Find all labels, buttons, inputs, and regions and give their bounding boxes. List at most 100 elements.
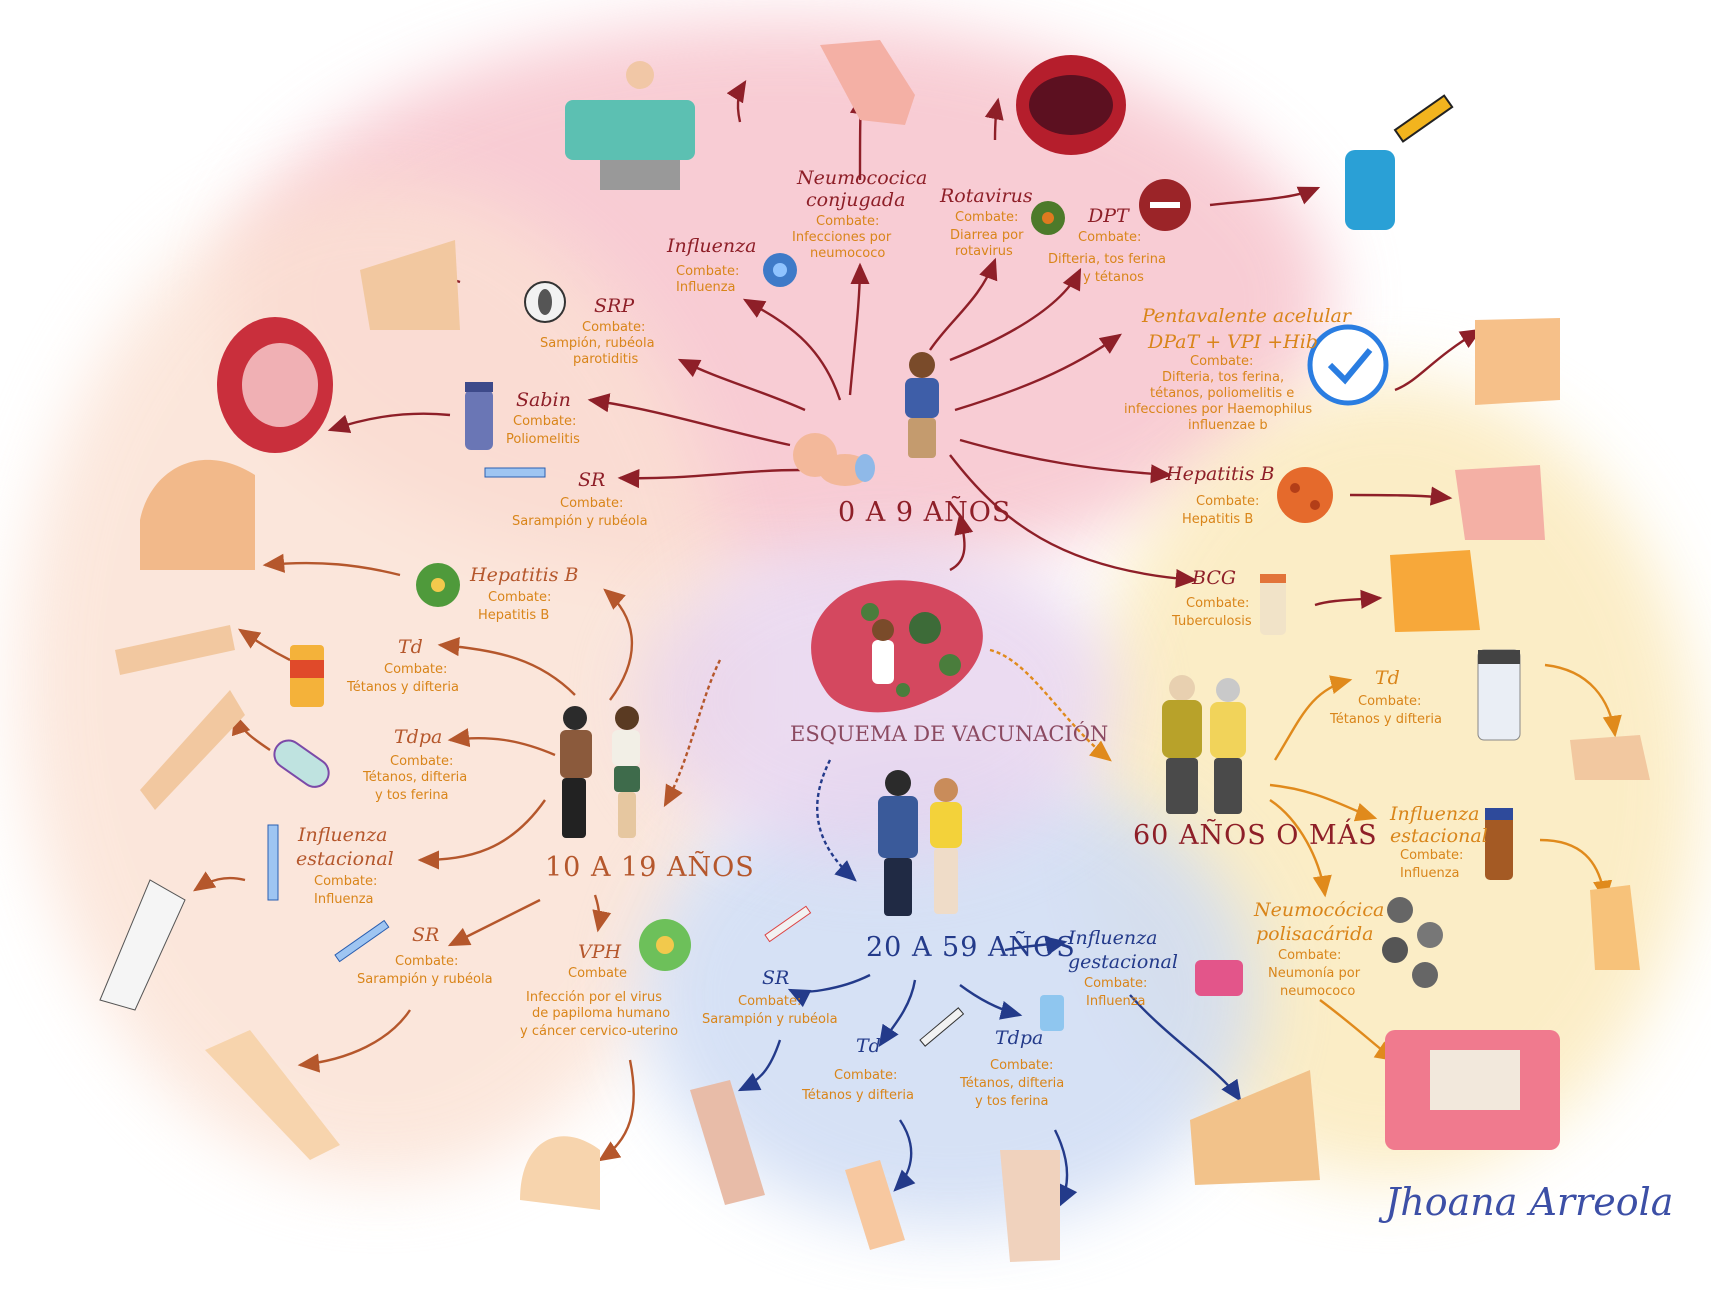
vaccine-name: VPH <box>578 942 621 963</box>
vaccine-disease: neumococo <box>810 246 885 262</box>
vaccine-disease: tétanos, poliomelitis e <box>1150 386 1294 402</box>
capsules-icon <box>1382 897 1443 988</box>
group-label-0-9: 0 A 9 AÑOS <box>838 497 1011 528</box>
vaccine-disease: Sampión, rubéola <box>540 336 655 352</box>
vaccine-disease: y tétanos <box>1083 270 1144 286</box>
vaccine-name: estacional <box>1390 826 1488 847</box>
vaccine-name: SR <box>578 470 605 491</box>
syringe-icon <box>1139 179 1191 231</box>
vaccine-disease: y tos ferina <box>375 788 449 804</box>
injection-arm-illustration <box>1570 735 1650 780</box>
author-signature: Jhoana Arreola <box>1385 1180 1673 1224</box>
checkmark-icon <box>1310 327 1386 403</box>
arm-illustration <box>690 1080 765 1205</box>
vaccine-name: Influenza <box>298 825 387 846</box>
arm-illustration <box>100 880 185 1010</box>
vaccine-disease: Tétanos y difteria <box>347 680 459 696</box>
arm-illustration <box>205 1030 340 1160</box>
vaccine-name: Rotavirus <box>940 186 1033 207</box>
syringe-icon <box>335 921 389 962</box>
vaccine-shoulder-illustration <box>1345 150 1395 230</box>
arm-illustration <box>360 240 460 330</box>
vaccine-disease: Difteria, tos ferina <box>1048 252 1166 268</box>
vaccine-name: Hepatitis B <box>470 565 578 586</box>
virus-icon <box>416 563 460 607</box>
vaccine-combate: Combate: <box>1190 354 1253 370</box>
vaccine-disease: de papiloma humano <box>532 1006 670 1022</box>
vaccine-disease: Tétanos y difteria <box>802 1088 914 1104</box>
vaccine-combate: Combate <box>568 966 627 982</box>
arm-illustration <box>820 40 915 125</box>
vaccine-combate: Combate: <box>676 264 739 280</box>
syringe-icon <box>269 735 334 792</box>
vaccine-vial-icon <box>465 382 493 450</box>
vaccine-disease: Tétanos, difteria <box>363 770 467 786</box>
elbow-illustration <box>1190 1070 1320 1185</box>
diagram-title: ESQUEMA DE VACUNACIÓN <box>790 722 1108 746</box>
vaccine-name: Td <box>398 637 423 658</box>
vaccine-combate: Combate: <box>1078 230 1141 246</box>
arm-illustration <box>140 690 245 810</box>
pills-icon <box>1195 960 1243 996</box>
vaccine-disease: Sarampión y rubéola <box>357 972 493 988</box>
syringe-icon <box>765 906 811 941</box>
vaccine-combate: Combate: <box>1278 948 1341 964</box>
mouth-illustration <box>1016 55 1126 155</box>
vaccine-name: SR <box>762 968 789 989</box>
group-label-60-plus: 60 AÑOS O MÁS <box>1133 820 1378 851</box>
vaccine-vial-icon <box>1260 574 1286 635</box>
bacteria-icon <box>525 282 565 322</box>
vaccine-disease: rotavirus <box>955 244 1013 260</box>
group-label-20-59: 20 A 59 AÑOS <box>866 932 1076 963</box>
vaccine-combate: Combate: <box>384 662 447 678</box>
vaccine-disease: Infecciones por <box>792 230 891 246</box>
vaccination-scene-illustration <box>1385 1030 1560 1150</box>
vaccine-disease: Tétanos, difteria <box>960 1076 1064 1092</box>
group-label-10-19: 10 A 19 AÑOS <box>545 852 755 883</box>
vaccine-name: Tdpa <box>995 1028 1043 1049</box>
syringe-icon <box>1395 96 1452 142</box>
vaccine-disease: Infección por el virus <box>526 990 662 1006</box>
vaccine-combate: Combate: <box>990 1058 1053 1074</box>
vaccine-disease: Hepatitis B <box>478 608 549 624</box>
vaccine-combate: Combate: <box>738 994 801 1010</box>
teen-couple-10-19 <box>560 706 640 838</box>
vaccine-disease: Influenza <box>1400 866 1460 882</box>
central-virus-illustration <box>811 580 983 712</box>
vaccine-name: SRP <box>594 296 634 317</box>
vaccine-name: Hepatitis B <box>1166 464 1274 485</box>
vaccine-disease: influenzae b <box>1188 418 1268 434</box>
vaccine-combate: Combate: <box>955 210 1018 226</box>
vaccine-name: Influenza <box>667 236 756 257</box>
vaccine-disease: Sarampión y rubéola <box>512 514 648 530</box>
vaccine-name: estacional <box>296 849 394 870</box>
virus-icon <box>639 919 691 971</box>
arm-illustration <box>1390 550 1480 632</box>
vaccine-disease: Tétanos y difteria <box>1330 712 1442 728</box>
vaccine-name: SR <box>412 925 439 946</box>
vaccine-name: Td <box>856 1036 881 1057</box>
arm-illustration <box>1000 1150 1060 1262</box>
vaccine-disease: infecciones por Haemophilus <box>1124 402 1312 418</box>
vaccine-name: conjugada <box>806 190 905 211</box>
vaccine-disease: Difteria, tos ferina, <box>1162 370 1284 386</box>
vaccine-combate: Combate: <box>834 1068 897 1084</box>
arm-illustration <box>1455 465 1545 540</box>
muscle-arm-illustration <box>520 1136 600 1210</box>
vaccine-disease: Hepatitis B <box>1182 512 1253 528</box>
shoulder-injection-illustration <box>1475 318 1560 405</box>
vaccine-disease: y tos ferina <box>975 1094 1049 1110</box>
vaccine-disease: Tuberculosis <box>1172 614 1252 630</box>
syringe-icon <box>268 825 278 900</box>
vaccine-combate: Combate: <box>395 954 458 970</box>
vaccine-combate: Combate: <box>1358 694 1421 710</box>
vaccine-disease: Poliomelitis <box>506 432 580 448</box>
arm-illustration <box>115 625 235 675</box>
vaccine-vial-icon <box>1478 650 1520 740</box>
vaccine-disease: y cáncer cervico-uterino <box>520 1024 678 1040</box>
vaccine-vial-icon <box>290 645 324 707</box>
vaccine-name: Influenza <box>1068 928 1157 949</box>
vaccine-combate: Combate: <box>582 320 645 336</box>
vaccine-combate: Combate: <box>1084 976 1147 992</box>
vaccine-disease: Influenza <box>1086 994 1146 1010</box>
